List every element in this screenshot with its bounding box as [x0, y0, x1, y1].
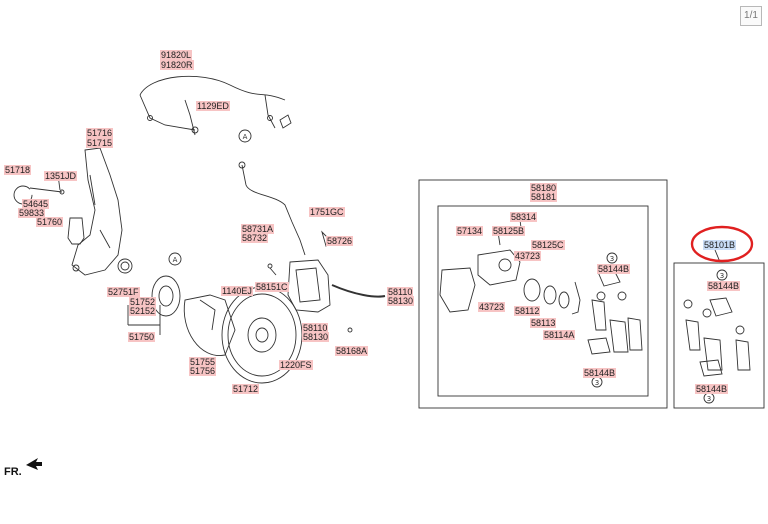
part-label-43723-top[interactable]: 43723: [514, 251, 542, 261]
part-label-58144B-top[interactable]: 58144B: [597, 264, 631, 274]
part-label-58125C[interactable]: 58125C: [531, 240, 565, 250]
part-label-58144B-kit-top[interactable]: 58144B: [707, 281, 741, 291]
part-label-52152[interactable]: 52152: [129, 306, 157, 316]
callout-3-bottom-text: 3: [595, 379, 599, 387]
part-label-58101B-selected[interactable]: 58101B: [703, 240, 737, 250]
front-arrow-icon: [26, 458, 42, 470]
part-label-51750[interactable]: 51750: [128, 332, 156, 342]
part-label-58110-a[interactable]: 58110: [302, 323, 329, 333]
part-label-51716[interactable]: 51716: [86, 128, 114, 138]
part-label-58114A[interactable]: 58114A: [543, 330, 576, 340]
callout-a-top-text: A: [243, 133, 248, 141]
leader-arrow: [331, 284, 386, 298]
part-label-1751GC[interactable]: 1751GC: [309, 207, 345, 217]
callout-3-kit-text: 3: [720, 272, 724, 280]
part-label-58726[interactable]: 58726: [326, 236, 354, 246]
part-label-52751F[interactable]: 52751F: [107, 287, 140, 297]
part-label-51712[interactable]: 51712: [232, 384, 260, 394]
piston: [523, 278, 541, 302]
part-label-58731A[interactable]: 58731A: [241, 224, 275, 234]
part-label-54645[interactable]: 54645: [22, 199, 50, 209]
part-label-51715[interactable]: 51715: [86, 138, 114, 148]
brake-hose: [241, 164, 306, 256]
part-label-1220FS[interactable]: 1220FS: [279, 360, 313, 370]
part-label-58732[interactable]: 58732: [241, 233, 269, 243]
part-label-58168A[interactable]: 58168A: [335, 346, 369, 356]
part-label-58113[interactable]: 58113: [530, 318, 557, 328]
part-label-51752[interactable]: 51752: [129, 297, 157, 307]
brake-pad-kit: [685, 319, 701, 351]
part-label-58180[interactable]: 58180: [530, 183, 558, 193]
callout-3-kit-bottom-text: 3: [707, 395, 711, 403]
callout-circle-3-top: [606, 252, 618, 264]
caliper-assembly: [287, 259, 331, 313]
part-label-58125B[interactable]: 58125B: [492, 226, 526, 236]
highlight-ring: [690, 225, 754, 263]
callout-circle-3-kit: [716, 269, 728, 281]
part-label-91820R[interactable]: 91820R: [160, 60, 194, 70]
part-label-1140EJ[interactable]: 1140EJ: [221, 286, 253, 296]
part-label-58110-b[interactable]: 58110: [387, 287, 414, 297]
part-label-58314[interactable]: 58314: [510, 212, 538, 222]
hub-bearing: [151, 275, 181, 317]
sensor-cable: [139, 75, 286, 101]
ball-joint: [67, 217, 85, 245]
part-label-59833[interactable]: 59833: [18, 208, 46, 218]
callout-circle-a-top: [238, 129, 252, 143]
steering-knuckle: [71, 147, 123, 276]
part-label-1129ED[interactable]: 1129ED: [196, 101, 230, 111]
part-label-58130-b[interactable]: 58130: [387, 296, 415, 306]
part-label-51760[interactable]: 51760: [36, 217, 64, 227]
part-label-51718[interactable]: 51718: [4, 165, 32, 175]
part-label-58112[interactable]: 58112: [514, 306, 541, 316]
callout-circle-a-hub: [168, 252, 182, 266]
part-label-91820L[interactable]: 91820L: [160, 50, 193, 60]
part-label-51755[interactable]: 51755: [189, 357, 217, 367]
part-label-57134[interactable]: 57134: [456, 226, 484, 236]
part-label-51756[interactable]: 51756: [189, 366, 217, 376]
page-indicator[interactable]: 1/1: [740, 6, 762, 26]
part-label-58144B-kit-bottom[interactable]: 58144B: [695, 384, 729, 394]
callout-3-top-text: 3: [610, 255, 614, 263]
front-direction-label: FR.: [4, 466, 22, 478]
pad-kit-box: [673, 262, 765, 409]
part-label-1351JD[interactable]: 1351JD: [44, 171, 78, 181]
part-label-43723-bottom[interactable]: 43723: [478, 302, 506, 312]
callout-a-hub-text: A: [173, 256, 178, 264]
part-label-58130-a[interactable]: 58130: [302, 332, 330, 342]
part-label-58181[interactable]: 58181: [530, 192, 558, 202]
dust-shield: [183, 294, 236, 356]
caliper-kit-box: [418, 179, 668, 409]
part-label-58144B-bottom[interactable]: 58144B: [583, 368, 617, 378]
caliper-bracket: [439, 267, 476, 313]
caliper-body: [477, 249, 521, 286]
brake-pad: [591, 299, 607, 331]
part-label-58151C[interactable]: 58151C: [255, 282, 289, 292]
